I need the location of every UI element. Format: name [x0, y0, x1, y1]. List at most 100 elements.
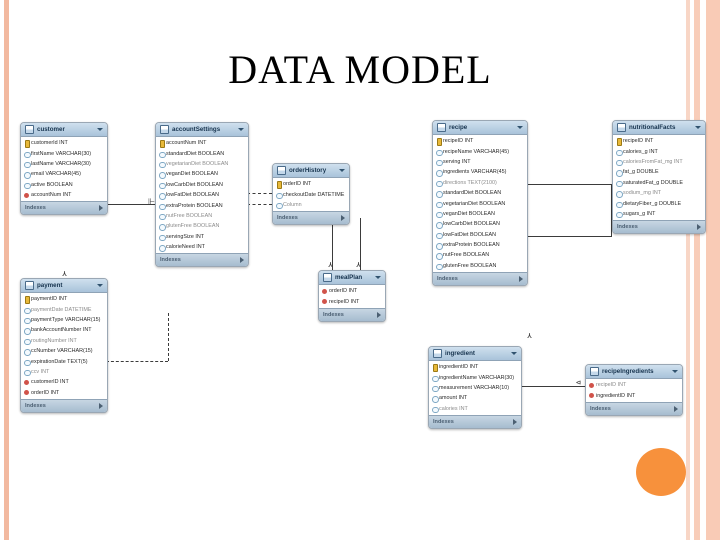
table-row[interactable]: ingredientID INT	[429, 362, 521, 373]
table-row[interactable]: lastName VARCHAR(30)	[21, 159, 107, 169]
table-header-nutritionalFacts[interactable]: nutritionalFacts	[613, 121, 705, 135]
table-header-ingredient[interactable]: ingredient	[429, 347, 521, 361]
indexes-section-recipeIngredients[interactable]: Indexes	[586, 401, 682, 415]
chevron-down-icon[interactable]	[511, 352, 517, 355]
expand-right-icon[interactable]	[341, 215, 345, 222]
table-header-recipe[interactable]: recipe	[433, 121, 527, 135]
table-row[interactable]: lowCarbDiet BOOLEAN	[433, 219, 527, 229]
table-row[interactable]: servingSize INT	[156, 232, 248, 242]
table-row[interactable]: customerId INT	[21, 138, 107, 149]
table-row[interactable]: glutenFree BOOLEAN	[433, 261, 527, 271]
table-row[interactable]: measurement VARCHAR(10)	[429, 383, 521, 393]
table-row[interactable]: accountNum INT	[156, 138, 248, 149]
table-row[interactable]: ingredientID INT	[586, 390, 682, 400]
chevron-down-icon[interactable]	[238, 128, 244, 131]
table-row[interactable]: calorieNeed INT	[156, 242, 248, 252]
table-row[interactable]: directions TEXT(2100)	[433, 178, 527, 188]
table-row[interactable]: sodium_mg INT	[613, 188, 705, 198]
table-row[interactable]: ingredientName VARCHAR(30)	[429, 372, 521, 383]
table-row[interactable]: Column	[273, 200, 349, 210]
table-row[interactable]: recipeID INT	[319, 296, 385, 306]
indexes-section-recipe[interactable]: Indexes	[433, 272, 527, 286]
expand-right-icon[interactable]	[99, 205, 103, 212]
table-row[interactable]: recipeID INT	[613, 136, 705, 147]
table-row[interactable]: vegetarianDiet BOOLEAN	[433, 198, 527, 209]
table-row[interactable]: paymentType VARCHAR(15)	[21, 315, 107, 325]
table-row[interactable]: vegetarianDiet BOOLEAN	[156, 159, 248, 169]
indexes-section-payment[interactable]: Indexes	[21, 398, 107, 412]
table-row[interactable]: veganDiet BOOLEAN	[433, 209, 527, 219]
table-row[interactable]: orderID INT	[21, 388, 107, 398]
indexes-section-nutritionalFacts[interactable]: Indexes	[613, 220, 705, 234]
table-row[interactable]: serving INT	[433, 157, 527, 167]
table-row[interactable]: sugars_g INT	[613, 209, 705, 219]
chevron-down-icon[interactable]	[97, 128, 103, 131]
table-row[interactable]: expirationDate TEXT(5)	[21, 356, 107, 367]
table-row[interactable]: ccv INT	[21, 367, 107, 377]
table-row[interactable]: ingredients VARCHAR(45)	[433, 167, 527, 177]
table-row[interactable]: routingNumber INT	[21, 336, 107, 346]
chevron-down-icon[interactable]	[672, 370, 678, 373]
table-row[interactable]: bankAccountNumber INT	[21, 325, 107, 335]
table-row[interactable]: standardDiet BOOLEAN	[433, 188, 527, 198]
table-header-customer[interactable]: customer	[21, 123, 107, 137]
expand-right-icon[interactable]	[99, 402, 103, 409]
table-row[interactable]: checkoutDate DATETIME	[273, 189, 349, 200]
table-row[interactable]: firstName VARCHAR(30)	[21, 148, 107, 159]
expand-right-icon[interactable]	[674, 405, 678, 412]
chevron-down-icon[interactable]	[339, 169, 345, 172]
expand-right-icon[interactable]	[513, 418, 517, 425]
chevron-down-icon[interactable]	[517, 126, 523, 129]
expand-right-icon[interactable]	[377, 311, 381, 318]
table-row[interactable]: glutenFree BOOLEAN	[156, 221, 248, 231]
table-row[interactable]: standardDiet BOOLEAN	[156, 148, 248, 159]
indexes-section-mealPlan[interactable]: Indexes	[319, 307, 385, 321]
table-row[interactable]: recipeName VARCHAR(45)	[433, 146, 527, 157]
chevron-down-icon[interactable]	[695, 126, 701, 129]
expand-right-icon[interactable]	[240, 257, 244, 264]
table-row[interactable]: extraProtein BOOLEAN	[433, 240, 527, 250]
table-row[interactable]: active BOOLEAN	[21, 180, 107, 190]
table-row[interactable]: caloriesFromFat_mg INT	[613, 157, 705, 167]
indexes-section-customer[interactable]: Indexes	[21, 201, 107, 215]
table-row[interactable]: recipeID INT	[433, 136, 527, 147]
table-row[interactable]: lowCarbDiet BOOLEAN	[156, 180, 248, 190]
table-row[interactable]: email VARCHAR(45)	[21, 169, 107, 179]
table-row[interactable]: orderID INT	[273, 179, 349, 190]
table-row[interactable]: veganDiet BOOLEAN	[156, 169, 248, 179]
table-row[interactable]: amount INT	[429, 393, 521, 403]
table-row[interactable]: paymentDate DATETIME	[21, 304, 107, 315]
expand-right-icon[interactable]	[519, 276, 523, 283]
table-header-mealPlan[interactable]: mealPlan	[319, 271, 385, 285]
table-row[interactable]: nutFree BOOLEAN	[433, 250, 527, 260]
table-header-recipeIngredients[interactable]: recipeIngredients	[586, 365, 682, 379]
table-header-accountSettings[interactable]: accountSettings	[156, 123, 248, 137]
table-header-orderHistory[interactable]: orderHistory	[273, 164, 349, 178]
table-row[interactable]: lowFatDiet BOOLEAN	[156, 190, 248, 200]
table-row[interactable]: extraProtein BOOLEAN	[156, 200, 248, 211]
table-row[interactable]: fat_g DOUBLE	[613, 167, 705, 177]
table-header-payment[interactable]: payment	[21, 279, 107, 293]
table-row[interactable]: dietaryFiber_g DOUBLE	[613, 198, 705, 209]
expand-right-icon[interactable]	[697, 224, 701, 231]
chevron-down-icon[interactable]	[97, 284, 103, 287]
table-row[interactable]: lowFatDiet BOOLEAN	[433, 230, 527, 240]
table-row[interactable]: ccNumber VARCHAR(15)	[21, 346, 107, 356]
indexes-section-accountSettings[interactable]: Indexes	[156, 253, 248, 267]
table-row[interactable]: recipeID INT	[586, 380, 682, 390]
table-row[interactable]: saturatedFat_g DOUBLE	[613, 178, 705, 188]
table-row[interactable]: calories_g INT	[613, 146, 705, 157]
table-row[interactable]: paymentID INT	[21, 294, 107, 305]
chevron-down-icon[interactable]	[375, 276, 381, 279]
table-row[interactable]: calories INT	[429, 404, 521, 414]
table-row[interactable]: nutFree BOOLEAN	[156, 211, 248, 221]
